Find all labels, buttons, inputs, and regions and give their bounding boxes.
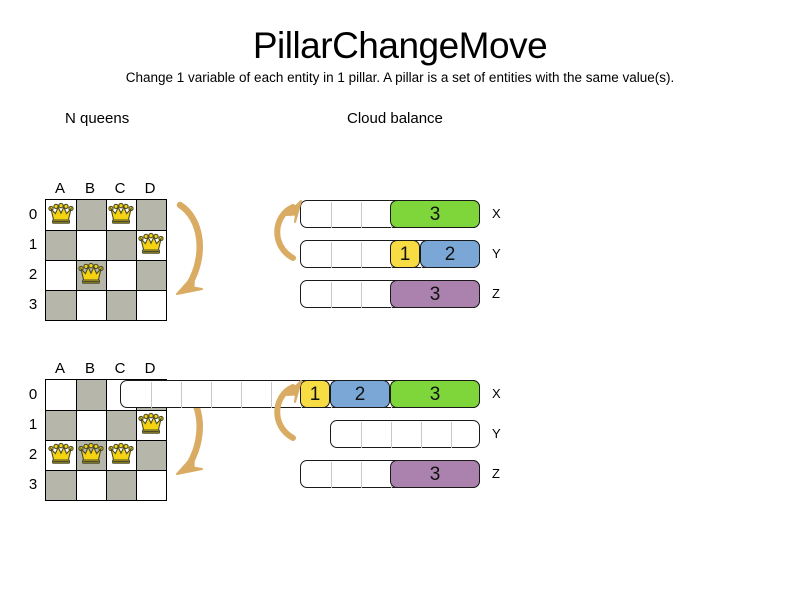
board-cell[interactable] [46, 230, 76, 260]
board-row-label: 1 [28, 416, 38, 433]
grid-line [46, 440, 166, 441]
board-row-label: 2 [28, 446, 38, 463]
queen-icon[interactable] [106, 200, 136, 230]
page-subtitle: Change 1 variable of each entity in 1 pi… [125, 70, 675, 85]
capacity-cell-divider [331, 282, 332, 308]
computer-capacity-track [330, 420, 480, 448]
capacity-cell-divider [421, 422, 422, 448]
capacity-cell-divider [361, 462, 362, 488]
capacity-cell-divider [451, 422, 452, 448]
cloud-computer-row: Y [0, 420, 800, 448]
queen-icon[interactable] [46, 440, 76, 470]
page-title: PillarChangeMove [252, 25, 548, 66]
board-column-label: D [144, 180, 156, 197]
board-column-label: A [54, 180, 65, 197]
capacity-cell-divider [361, 282, 362, 308]
computer-name-label: X [492, 206, 501, 221]
board-cell[interactable] [76, 380, 106, 410]
board-cell[interactable] [106, 290, 136, 320]
capacity-cell-divider [271, 382, 272, 408]
queen-icon[interactable] [136, 230, 166, 260]
board-row-label: 0 [28, 206, 38, 223]
board-cell[interactable] [106, 470, 136, 500]
computer-name-label: Z [492, 466, 500, 481]
board-cell[interactable] [76, 410, 106, 440]
queen-icon[interactable] [76, 260, 106, 290]
grid-line [136, 200, 137, 320]
section-label-cloud-balance: Cloud balance [347, 110, 443, 127]
chessboard-grid [45, 379, 167, 501]
board-cell[interactable] [76, 200, 106, 230]
board-column-label: B [84, 180, 95, 197]
capacity-cell-divider [241, 382, 242, 408]
board-cell[interactable] [136, 200, 166, 230]
board-cell[interactable] [136, 260, 166, 290]
queen-icon[interactable] [46, 200, 76, 230]
move-arrow-icon [168, 193, 218, 303]
computer-name-label: Y [492, 426, 501, 441]
board-column-label: B [84, 360, 95, 377]
queen-icon[interactable] [76, 440, 106, 470]
board-cell[interactable] [106, 410, 136, 440]
capacity-cell-divider [391, 422, 392, 448]
board-cell[interactable] [46, 470, 76, 500]
cloud-process-block[interactable]: 1 [300, 380, 330, 408]
board-cell[interactable] [76, 230, 106, 260]
chessboard-grid [45, 199, 167, 321]
cloud-process-block[interactable]: 3 [390, 460, 480, 488]
cloud-process-block[interactable]: 2 [420, 240, 480, 268]
board-cell[interactable] [46, 410, 76, 440]
computer-name-label: Z [492, 286, 500, 301]
board-cell[interactable] [136, 440, 166, 470]
cloud-process-block[interactable]: 2 [330, 380, 390, 408]
capacity-cell-divider [331, 242, 332, 268]
board-cell[interactable] [46, 290, 76, 320]
capacity-cell-divider [361, 422, 362, 448]
board-column-label: D [144, 360, 156, 377]
capacity-cell-divider [331, 462, 332, 488]
capacity-cell-divider [331, 202, 332, 228]
board-column-label: A [54, 360, 65, 377]
cloud-process-block[interactable]: 3 [390, 380, 480, 408]
board-row-label: 3 [28, 296, 38, 313]
grid-line [46, 470, 166, 471]
board-row-label: 3 [28, 476, 38, 493]
board-column-label: C [114, 360, 126, 377]
board-cell[interactable] [136, 470, 166, 500]
capacity-cell-divider [181, 382, 182, 408]
grid-line [46, 290, 166, 291]
queen-icon[interactable] [106, 440, 136, 470]
board-column-label: C [114, 180, 126, 197]
board-row-label: 0 [28, 386, 38, 403]
move-arrow-icon [267, 196, 307, 268]
cloud-process-block[interactable]: 3 [390, 200, 480, 228]
board-cell[interactable] [46, 260, 76, 290]
capacity-cell-divider [151, 382, 152, 408]
board-cell[interactable] [76, 470, 106, 500]
move-arrow-icon [267, 376, 307, 448]
cloud-process-block[interactable]: 3 [390, 280, 480, 308]
board-cell[interactable] [136, 290, 166, 320]
capacity-cell-divider [361, 242, 362, 268]
cloud-process-block[interactable]: 1 [390, 240, 420, 268]
grid-line [46, 260, 166, 261]
computer-name-label: Y [492, 246, 501, 261]
computer-name-label: X [492, 386, 501, 401]
queen-icon[interactable] [136, 410, 166, 440]
section-label-n-queens: N queens [65, 110, 130, 127]
board-cell[interactable] [76, 290, 106, 320]
capacity-cell-divider [361, 202, 362, 228]
board-cell[interactable] [106, 260, 136, 290]
grid-line [136, 380, 137, 500]
capacity-cell-divider [211, 382, 212, 408]
board-cell[interactable] [106, 230, 136, 260]
board-row-label: 1 [28, 236, 38, 253]
board-cell[interactable] [46, 380, 76, 410]
board-row-label: 2 [28, 266, 38, 283]
